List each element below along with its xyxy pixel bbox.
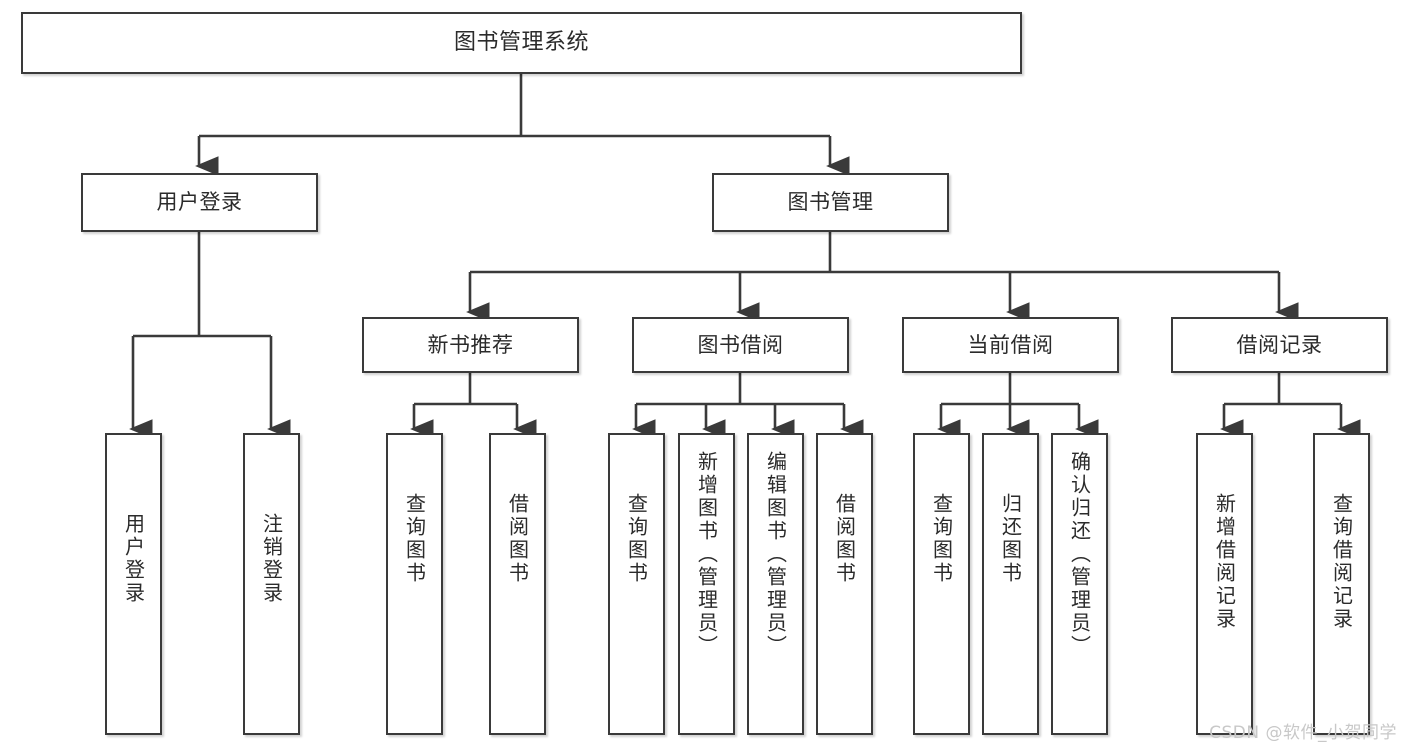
node-leaf-edit-book-admin[interactable]: 编辑图书（管理员） (747, 433, 804, 735)
node-book-management[interactable]: 图书管理 (712, 173, 949, 232)
node-leaf-query-book-current[interactable]: 查询图书 (913, 433, 970, 735)
node-leaf-query-book-newbook[interactable]: 查询图书 (386, 433, 443, 735)
node-new-book-recommend[interactable]: 新书推荐 (362, 317, 579, 373)
node-leaf-add-book-admin[interactable]: 新增图书（管理员） (678, 433, 735, 735)
node-leaf-query-book-borrow[interactable]: 查询图书 (608, 433, 665, 735)
node-leaf-confirm-return-admin[interactable]: 确认归还（管理员） (1051, 433, 1108, 735)
node-leaf-logout[interactable]: 注销登录 (243, 433, 300, 735)
node-label: 借阅记录 (1236, 332, 1323, 357)
node-label: 新增图书（管理员） (694, 451, 719, 658)
node-leaf-add-borrow-record[interactable]: 新增借阅记录 (1196, 433, 1253, 735)
node-label: 用户登录 (121, 513, 146, 605)
watermark-text: CSDN @软件_小贺同学 (1209, 723, 1397, 743)
node-label: 新增借阅记录 (1212, 493, 1237, 631)
node-label: 新书推荐 (427, 332, 514, 357)
node-book-borrow[interactable]: 图书借阅 (632, 317, 849, 373)
node-leaf-user-login[interactable]: 用户登录 (105, 433, 162, 735)
node-leaf-return-book[interactable]: 归还图书 (982, 433, 1039, 735)
node-current-borrow[interactable]: 当前借阅 (902, 317, 1119, 373)
node-label: 图书借阅 (697, 332, 784, 357)
node-label: 图书管理系统 (453, 30, 589, 56)
node-label: 用户登录 (156, 190, 243, 215)
node-label: 查询图书 (624, 493, 649, 585)
node-label: 编辑图书（管理员） (763, 451, 788, 658)
node-label: 当前借阅 (967, 332, 1054, 357)
node-leaf-query-borrow-record[interactable]: 查询借阅记录 (1313, 433, 1370, 735)
node-label: 查询图书 (929, 493, 954, 585)
node-label: 确认归还（管理员） (1067, 451, 1092, 658)
node-borrow-record[interactable]: 借阅记录 (1171, 317, 1388, 373)
node-label: 归还图书 (998, 493, 1023, 585)
node-label: 注销登录 (259, 513, 284, 605)
node-leaf-borrow-book[interactable]: 借阅图书 (816, 433, 873, 735)
node-label: 借阅图书 (832, 493, 857, 585)
node-user-login[interactable]: 用户登录 (81, 173, 318, 232)
node-book-management-system[interactable]: 图书管理系统 (21, 12, 1022, 74)
node-leaf-borrow-book-newbook[interactable]: 借阅图书 (489, 433, 546, 735)
node-label: 图书管理 (787, 190, 874, 215)
node-label: 查询借阅记录 (1329, 493, 1354, 631)
node-label: 借阅图书 (505, 493, 530, 585)
node-label: 查询图书 (402, 493, 427, 585)
